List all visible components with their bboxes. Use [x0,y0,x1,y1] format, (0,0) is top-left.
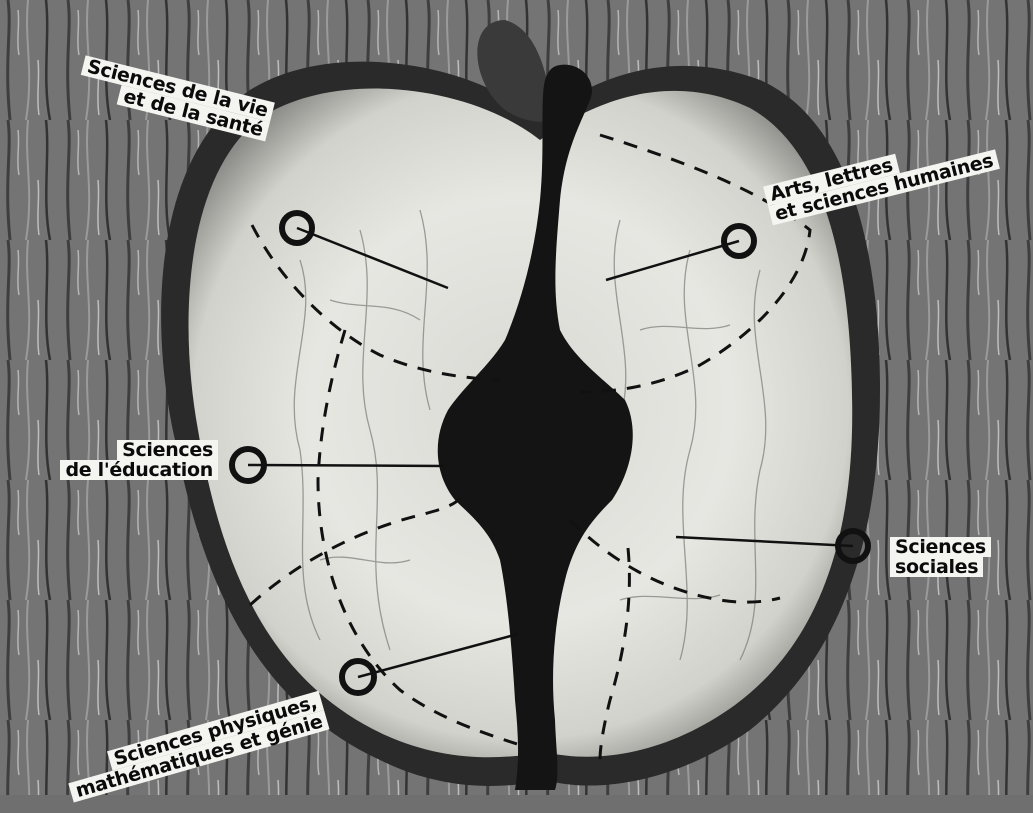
label-social[interactable]: Sciences sociales [890,537,1020,577]
label-education-line1: Sciences [117,440,218,460]
label-education[interactable]: Sciences de l'éducation [60,440,218,480]
diagram-canvas [0,0,1033,795]
leader-line-education [248,465,444,466]
label-social-line2: sociales [890,557,983,577]
apple-diagram: Sciences de la vie et de la santé Arts, … [0,0,1033,795]
label-social-line1: Sciences [890,537,991,557]
label-education-line2: de l'éducation [60,460,218,480]
